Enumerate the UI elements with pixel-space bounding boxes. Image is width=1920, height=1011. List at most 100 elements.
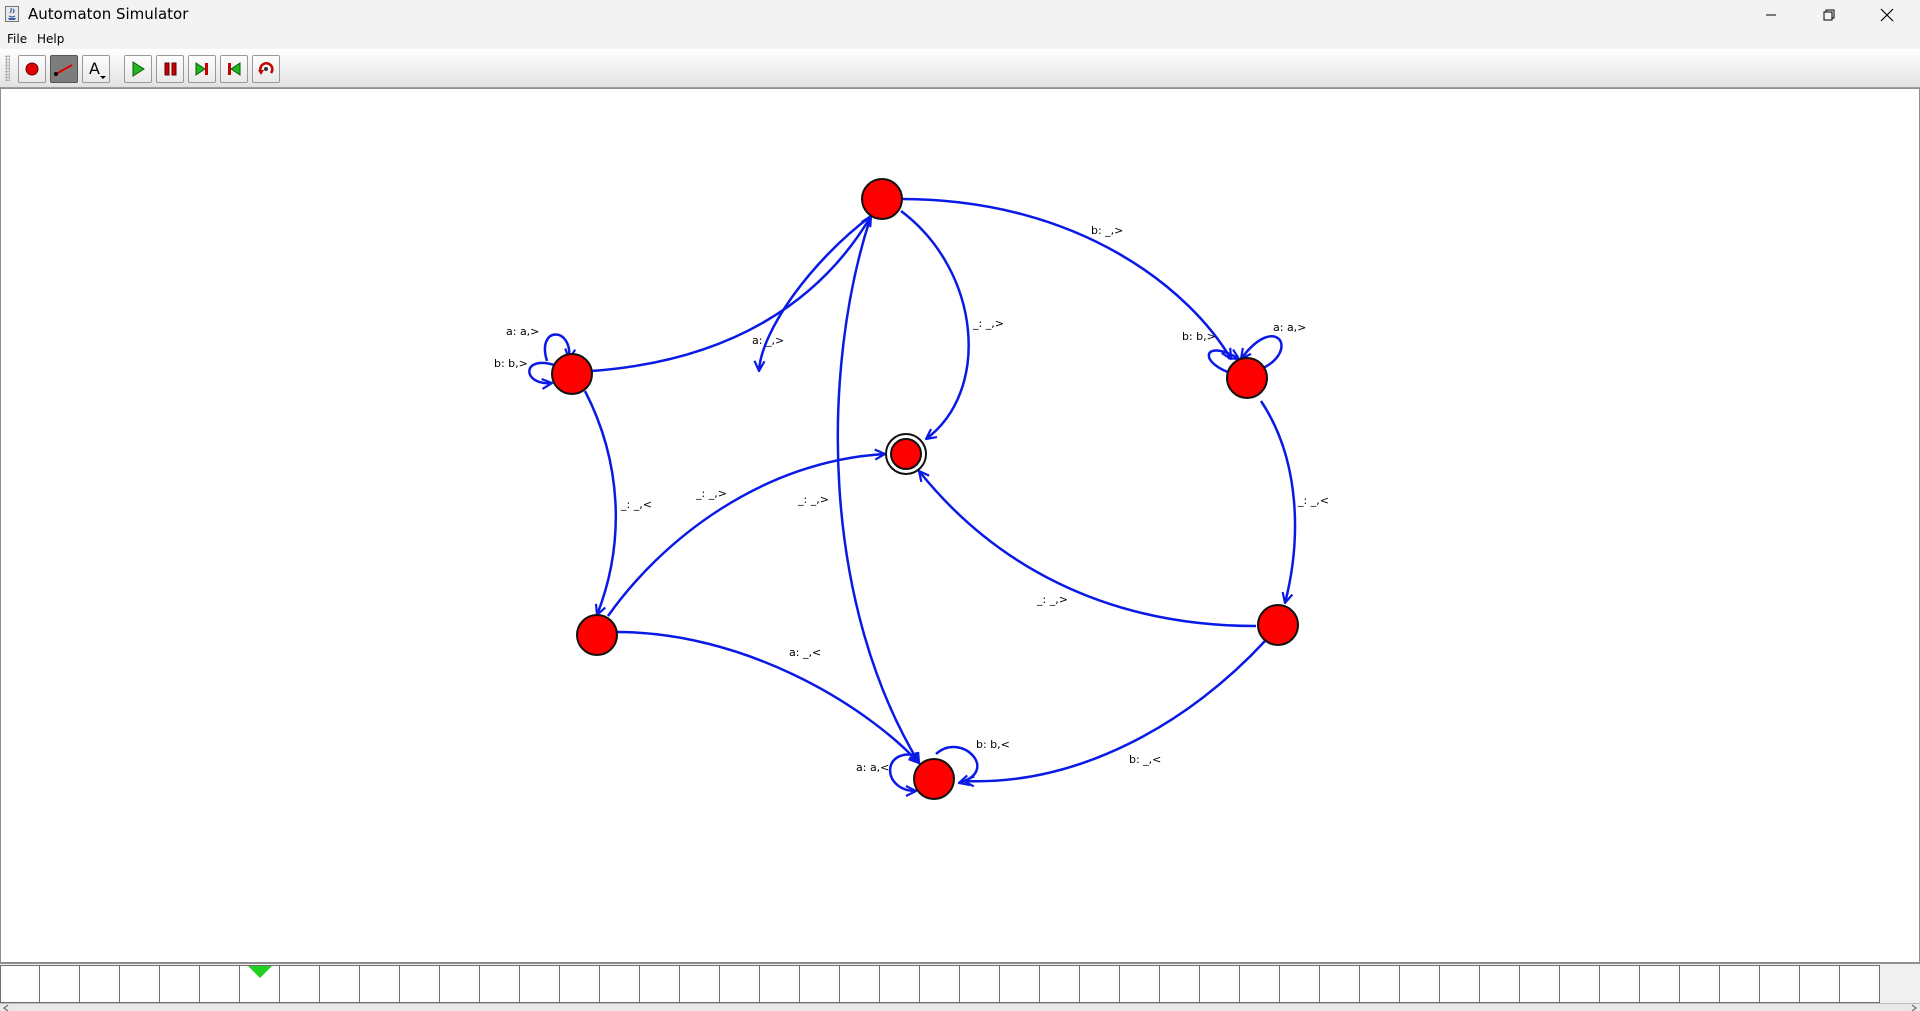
tape-cell[interactable] [1120, 965, 1160, 1003]
tape-cell[interactable] [520, 965, 560, 1003]
transition-edge[interactable] [900, 197, 1231, 359]
tape-cell[interactable] [1560, 965, 1600, 1003]
step-back-button[interactable] [220, 55, 248, 83]
transition-edge[interactable] [759, 215, 872, 371]
transition-label[interactable]: b: _,> [1091, 224, 1123, 237]
self-loop-edge[interactable] [935, 745, 979, 783]
add-transition-button[interactable] [50, 55, 78, 83]
transition-label[interactable]: _: _,> [695, 487, 727, 500]
accept-state[interactable] [890, 438, 922, 470]
transition-edge[interactable] [590, 216, 871, 373]
tape-cell[interactable] [200, 965, 240, 1003]
tape-cell[interactable] [840, 965, 880, 1003]
state[interactable] [913, 758, 955, 800]
tape-cell[interactable] [600, 965, 640, 1003]
tape-cell[interactable] [640, 965, 680, 1003]
state[interactable] [576, 614, 618, 656]
tape-cell[interactable] [880, 965, 920, 1003]
tape-head-marker[interactable] [248, 966, 272, 978]
transition-edge[interactable] [606, 454, 885, 617]
tape-cell[interactable] [40, 965, 80, 1003]
transition-label[interactable]: _: _,> [797, 493, 829, 506]
tape-cell[interactable] [1440, 965, 1480, 1003]
scroll-left-icon[interactable] [2, 1004, 10, 1011]
tape-cell[interactable] [1040, 965, 1080, 1003]
tape-cell[interactable] [1640, 965, 1680, 1003]
tape-cell[interactable] [1160, 965, 1200, 1003]
transition-label[interactable]: a: _,> [752, 334, 784, 347]
tape-cell[interactable] [1080, 965, 1120, 1003]
self-loop-edge[interactable] [1241, 335, 1283, 371]
pause-button[interactable] [156, 55, 184, 83]
tape-cell[interactable] [280, 965, 320, 1003]
automaton-canvas[interactable]: b: _,> a: _,> _: _,> a: a,> b: b,> b: b,… [0, 88, 1920, 963]
transition-edge[interactable] [1259, 400, 1297, 603]
tape-cell[interactable] [760, 965, 800, 1003]
add-state-button[interactable] [18, 55, 46, 83]
transition-label[interactable]: _: _,< [1297, 494, 1329, 507]
tape-cell[interactable] [720, 965, 760, 1003]
tape-cell[interactable] [400, 965, 440, 1003]
menu-file[interactable]: File [7, 32, 28, 46]
transition-edge[interactable] [964, 640, 1266, 781]
tape-cell[interactable] [1400, 965, 1440, 1003]
minimize-button[interactable] [1742, 0, 1800, 29]
transition-label[interactable]: b: b,< [976, 738, 1010, 751]
tape-cell[interactable] [800, 965, 840, 1003]
tape-cell[interactable] [440, 965, 480, 1003]
scroll-right-icon[interactable] [1910, 1004, 1918, 1011]
transition-label[interactable]: b: _,< [1129, 753, 1161, 766]
transition-label[interactable]: a: _,< [789, 646, 821, 659]
tape-cell[interactable] [1280, 965, 1320, 1003]
tape-cell[interactable] [1240, 965, 1280, 1003]
transition-label[interactable]: a: a,> [1273, 321, 1306, 334]
tape-cell[interactable] [1480, 965, 1520, 1003]
tape-cell[interactable] [560, 965, 600, 1003]
tape-cell[interactable] [1360, 965, 1400, 1003]
transition-label[interactable]: _: _,> [1036, 593, 1068, 606]
tape-cell[interactable] [1840, 965, 1880, 1003]
transition-edge[interactable] [900, 210, 970, 439]
transition-label[interactable]: a: a,< [856, 761, 889, 774]
self-loop-edge[interactable] [888, 753, 920, 791]
self-loop-edge[interactable] [528, 361, 558, 383]
transition-label[interactable]: a: a,> [506, 325, 539, 338]
transition-label[interactable]: _: _,> [972, 317, 1004, 330]
close-button[interactable] [1858, 0, 1916, 29]
tape-cell[interactable] [680, 965, 720, 1003]
transition-edge[interactable] [919, 471, 1257, 628]
state[interactable] [1226, 357, 1268, 399]
state[interactable] [861, 178, 903, 220]
tape-cell[interactable] [480, 965, 520, 1003]
menu-help[interactable]: Help [37, 32, 65, 46]
tape-cell[interactable] [920, 965, 960, 1003]
tape-horizontal-scrollbar[interactable] [0, 1003, 1920, 1011]
text-tool-button[interactable]: A [82, 55, 110, 83]
transition-edge[interactable] [583, 390, 618, 615]
tape-cell[interactable] [120, 965, 160, 1003]
run-button[interactable] [124, 55, 152, 83]
tape-cell[interactable] [1720, 965, 1760, 1003]
restore-button[interactable] [1800, 0, 1858, 29]
transition-label[interactable]: _: _,< [620, 498, 652, 511]
tape-cell[interactable] [0, 965, 40, 1003]
state[interactable] [1257, 604, 1299, 646]
tape-cell[interactable] [160, 965, 200, 1003]
step-forward-button[interactable] [188, 55, 216, 83]
tape-cell[interactable] [320, 965, 360, 1003]
tape-cell[interactable] [1600, 965, 1640, 1003]
tape-cell[interactable] [1680, 965, 1720, 1003]
tape-cell[interactable] [1800, 965, 1840, 1003]
toolbar-grip[interactable] [5, 55, 10, 81]
transition-label[interactable]: b: b,> [494, 357, 528, 370]
tape-cell[interactable] [1200, 965, 1240, 1003]
tape-cell[interactable] [360, 965, 400, 1003]
transition-label[interactable]: b: b,> [1182, 330, 1216, 343]
reset-button[interactable] [252, 55, 280, 83]
tape-cell[interactable] [1520, 965, 1560, 1003]
self-loop-edge[interactable] [543, 333, 569, 362]
tape-cell[interactable] [1000, 965, 1040, 1003]
transition-edge[interactable] [616, 630, 919, 763]
tape-cell[interactable] [1320, 965, 1360, 1003]
state[interactable] [551, 353, 593, 395]
